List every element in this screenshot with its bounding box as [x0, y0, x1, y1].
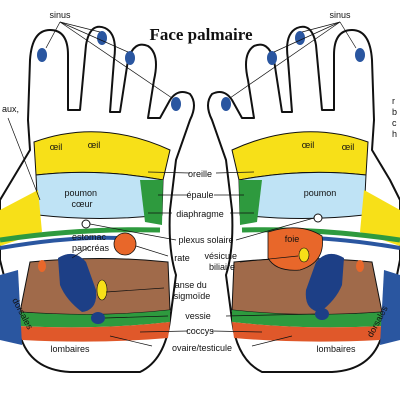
label-oeil-right-1: œil: [302, 140, 315, 150]
left-sinus-dot-4: [171, 97, 181, 111]
left-plexus-dot: [81, 219, 91, 229]
liver-organ: [267, 227, 323, 271]
right-sinus-dot-1: [355, 48, 365, 62]
right-plexus-dot: [313, 213, 323, 223]
left-small-organ: [38, 260, 46, 272]
label-oeil-left-2: œil: [88, 140, 101, 150]
label-ovaire-testicule: ovaire/testicule: [172, 343, 232, 353]
label-sinus-right: sinus: [329, 10, 351, 20]
label-vesicule-biliaire: vésicule biliaire: [204, 251, 239, 272]
right-shoulder-zone: [239, 180, 262, 225]
label-oreille: oreille: [188, 169, 212, 179]
right-navy-organ: [305, 253, 344, 312]
label-diaphragme: diaphragme: [176, 209, 224, 219]
right-dorsal-zone: [380, 270, 400, 345]
label-vessie: vessie: [185, 311, 211, 321]
right-bladder-organ: [315, 308, 329, 320]
label-anse-du-sigmoide: anse du sigmoïde: [174, 280, 211, 301]
label-plexus-solaire: plexus solaire: [178, 235, 233, 245]
right-small-organ: [356, 260, 364, 272]
right-coccyx-zone: [232, 322, 384, 342]
right-sinus-dot-2: [295, 31, 305, 45]
left-bladder-organ: [91, 312, 105, 324]
left-hand: [0, 25, 195, 373]
label-epaule: épaule: [186, 190, 213, 200]
label-sinus-left: sinus: [49, 10, 71, 20]
gallbladder-organ: [298, 247, 310, 263]
right-hand: [207, 25, 400, 373]
label-foie: foie: [285, 234, 300, 244]
right-thumb-side-zone: [360, 190, 400, 246]
diagram-title: Face palmaire: [149, 25, 253, 44]
label-estomac-pancreas: estomac pancréas: [72, 232, 110, 253]
left-sinus-dot-1: [37, 48, 47, 62]
left-stomach-organ: [58, 253, 97, 312]
label-oeil-right-2: œil: [342, 142, 355, 152]
label-rate: rate: [174, 253, 190, 263]
left-sinus-dot-3: [125, 51, 135, 65]
left-coccyx-zone: [18, 322, 170, 342]
right-green-wrist-band: [232, 310, 386, 328]
label-partial-left: aux,: [2, 104, 19, 114]
label-coccys: coccys: [186, 326, 214, 336]
left-dorsal-zone: [0, 270, 22, 345]
left-shoulder-zone: [140, 180, 163, 225]
label-lombaires-left: lombaires: [50, 344, 90, 354]
label-poumon-coeur: poumon cœur: [64, 188, 99, 209]
left-thumb-side-zone: [0, 190, 42, 246]
leader-lines: [7, 21, 357, 347]
label-poumon-right: poumon: [304, 188, 337, 198]
right-diaphragm-line: [241, 227, 400, 243]
label-partial-right: r b c h: [392, 96, 400, 139]
left-sinus-dot-2: [97, 31, 107, 45]
right-sinus-dot-3: [267, 51, 277, 65]
label-lombaires-right: lombaires: [316, 344, 356, 354]
sigmoid-organ: [96, 279, 108, 301]
spleen-organ: [113, 232, 137, 256]
right-sinus-dot-4: [221, 97, 231, 111]
left-diaphragm-line: [0, 227, 161, 243]
label-oeil-left-1: œil: [50, 142, 63, 152]
left-solar-plexus-line: [0, 235, 121, 250]
